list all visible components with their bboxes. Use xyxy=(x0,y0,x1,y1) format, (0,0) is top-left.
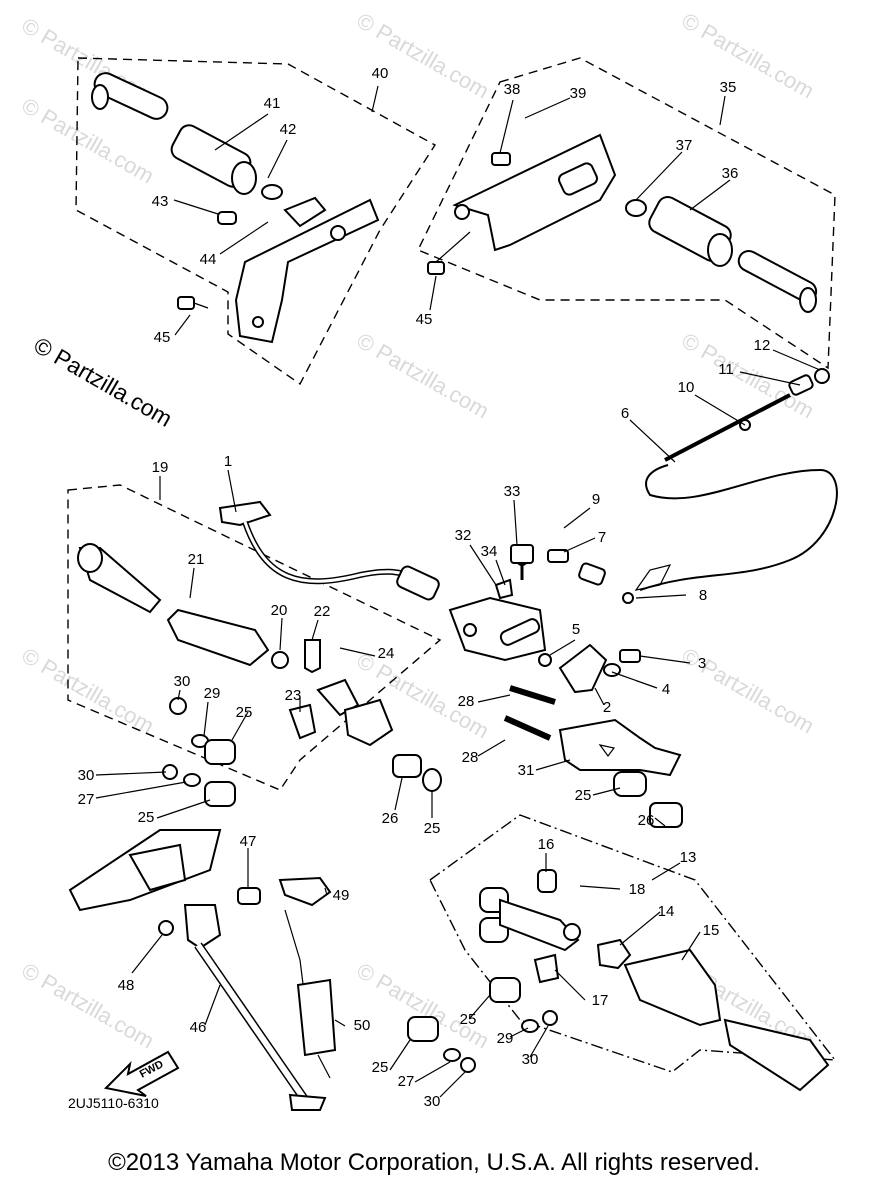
copyright-footer: ©2013 Yamaha Motor Corporation, U.S.A. A… xyxy=(108,1149,760,1176)
callout-8: 8 xyxy=(699,587,707,604)
watermark: © Partzilla.com xyxy=(678,328,819,424)
callout-40: 40 xyxy=(372,65,389,82)
callout-30: 30 xyxy=(78,767,95,784)
callout-38: 38 xyxy=(504,81,521,98)
callout-3: 3 xyxy=(698,655,706,672)
watermark: © Partzilla.com xyxy=(678,8,819,104)
callout-21: 21 xyxy=(188,551,205,568)
callout-50: 50 xyxy=(354,1017,371,1034)
callout-25: 25 xyxy=(236,704,253,721)
callout-24: 24 xyxy=(378,645,395,662)
callout-27: 27 xyxy=(398,1073,415,1090)
callout-7: 7 xyxy=(598,529,606,546)
callout-45: 45 xyxy=(154,329,171,346)
callout-49: 49 xyxy=(333,887,350,904)
callout-1: 1 xyxy=(224,453,232,470)
callout-18: 18 xyxy=(629,881,646,898)
callout-43: 43 xyxy=(152,193,169,210)
group-13-outline xyxy=(429,814,837,1073)
footrest-front-right-assy xyxy=(407,869,830,1092)
group-40-outline xyxy=(75,57,436,386)
callout-32: 32 xyxy=(455,527,472,544)
callout-22: 22 xyxy=(314,603,331,620)
callout-11: 11 xyxy=(718,361,734,378)
callout-27: 27 xyxy=(78,791,95,808)
callout-labels: 40 41 42 43 44 45 38 39 35 37 36 45 12 1… xyxy=(78,65,771,1110)
callout-10: 10 xyxy=(678,379,695,396)
callout-26: 26 xyxy=(638,812,655,829)
callout-2: 2 xyxy=(603,699,611,716)
callout-17: 17 xyxy=(592,992,609,1009)
watermark: © Partzilla.com xyxy=(18,643,159,739)
callout-28: 28 xyxy=(458,693,475,710)
callout-25: 25 xyxy=(138,809,155,826)
callout-25: 25 xyxy=(372,1059,389,1076)
callout-29: 29 xyxy=(497,1030,514,1047)
footrest-bracket-right-assy xyxy=(427,133,818,313)
callout-34: 34 xyxy=(481,543,498,560)
watermark: © Partzilla.com xyxy=(353,328,494,424)
callout-26: 26 xyxy=(382,810,399,827)
callout-41: 41 xyxy=(264,95,281,112)
group-35-outline xyxy=(417,57,836,370)
callout-31: 31 xyxy=(518,762,535,779)
watermark: © Partzilla.com xyxy=(18,958,159,1054)
callout-30: 30 xyxy=(174,673,191,690)
callout-20: 20 xyxy=(271,602,288,619)
callout-42: 42 xyxy=(280,121,297,138)
callout-16: 16 xyxy=(538,836,555,853)
callout-5: 5 xyxy=(572,621,580,638)
callout-23: 23 xyxy=(285,687,302,704)
callout-9: 9 xyxy=(592,491,600,508)
callout-12: 12 xyxy=(754,337,771,354)
brake-rod-assy xyxy=(578,368,838,604)
callout-25: 25 xyxy=(424,820,441,837)
callout-45: 45 xyxy=(416,311,433,328)
fwd-arrow-icon: FWD xyxy=(103,1050,180,1097)
diagram-code: 2UJ5110-6310 xyxy=(68,1095,159,1111)
callout-6: 6 xyxy=(621,405,629,422)
callout-30: 30 xyxy=(522,1051,539,1068)
callout-29: 29 xyxy=(204,685,221,702)
group-19-outline xyxy=(67,484,442,791)
callout-4: 4 xyxy=(662,681,670,698)
brake-arm-parts xyxy=(494,544,683,828)
callout-30: 30 xyxy=(424,1093,441,1110)
callout-15: 15 xyxy=(703,922,720,939)
callout-46: 46 xyxy=(190,1019,207,1036)
callout-19: 19 xyxy=(152,459,169,476)
partzilla-watermark: © Partzilla.com xyxy=(30,332,177,432)
sidestand-assy xyxy=(68,829,337,1111)
callout-36: 36 xyxy=(722,165,739,182)
callout-25: 25 xyxy=(460,1011,477,1028)
footrest-bracket-left-assy xyxy=(91,72,380,344)
callout-28: 28 xyxy=(462,749,479,766)
callout-13: 13 xyxy=(680,849,697,866)
callout-44: 44 xyxy=(200,251,217,268)
callout-25: 25 xyxy=(575,787,592,804)
leader-lines xyxy=(95,85,821,1098)
callout-48: 48 xyxy=(118,977,135,994)
callout-47: 47 xyxy=(240,833,257,850)
callout-37: 37 xyxy=(676,137,693,154)
callout-33: 33 xyxy=(504,483,521,500)
callout-14: 14 xyxy=(658,903,675,920)
callout-35: 35 xyxy=(720,79,737,96)
watermark: © Partzilla.com xyxy=(353,8,494,104)
callout-39: 39 xyxy=(570,85,587,102)
